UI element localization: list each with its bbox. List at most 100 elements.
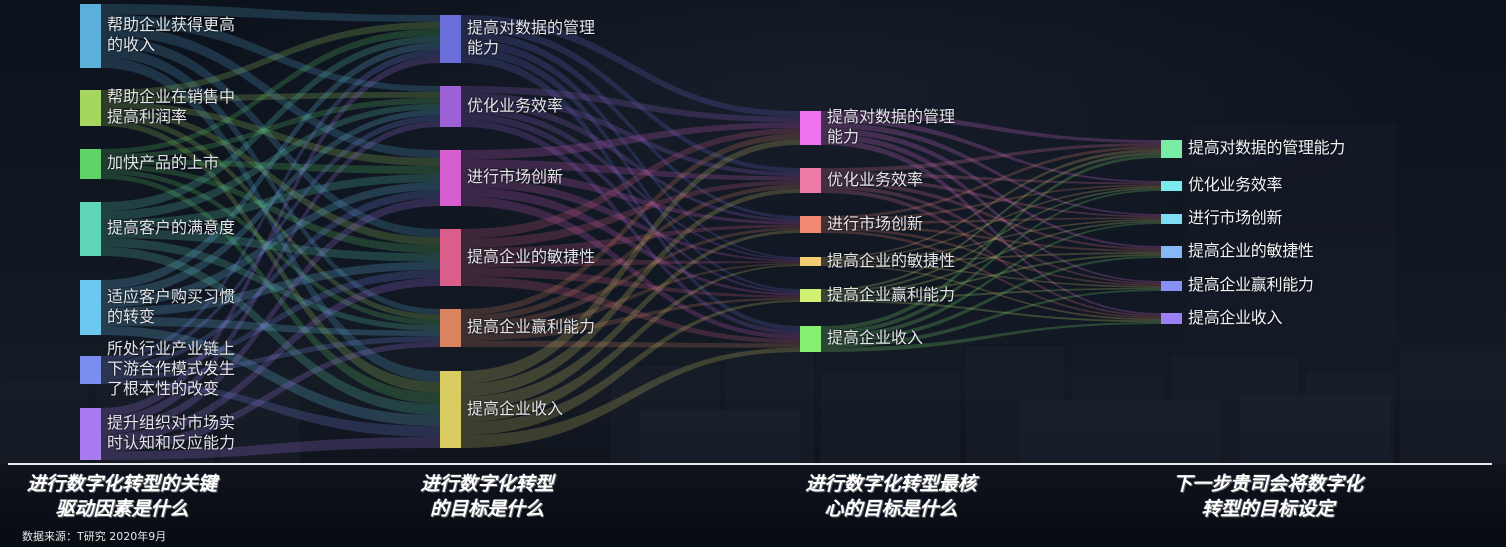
sankey-link xyxy=(461,55,800,331)
sankey-link xyxy=(101,336,440,380)
sankey-link xyxy=(461,86,800,123)
sankey-link xyxy=(101,229,440,262)
sankey-link xyxy=(461,297,800,341)
sankey-link xyxy=(101,174,440,404)
sankey-link xyxy=(821,224,1161,252)
sankey-link xyxy=(101,28,440,154)
sankey-link xyxy=(821,287,1161,300)
sankey-node[interactable] xyxy=(440,309,461,347)
sankey-link xyxy=(461,267,800,298)
sankey-link xyxy=(821,128,1161,248)
sankey-link xyxy=(101,97,440,159)
sankey-node[interactable] xyxy=(800,216,821,233)
sankey-link xyxy=(101,115,440,366)
sankey-link xyxy=(821,180,1161,250)
sankey-node[interactable] xyxy=(800,326,821,352)
sankey-link xyxy=(101,108,440,246)
sankey-link xyxy=(101,102,440,166)
sankey-link xyxy=(461,122,800,160)
sankey-link xyxy=(101,14,440,92)
node-label: 提高企业收入 xyxy=(827,328,924,347)
sankey-link xyxy=(101,121,440,426)
sankey-link xyxy=(461,106,800,260)
sankey-link xyxy=(461,230,800,410)
sankey-node[interactable] xyxy=(80,149,101,179)
sankey-link xyxy=(821,149,1161,259)
sankey-node[interactable] xyxy=(1161,181,1182,191)
node-label: 提高企业赢利能力 xyxy=(1188,275,1314,294)
sankey-link xyxy=(101,247,440,415)
sankey-node[interactable] xyxy=(1161,313,1182,324)
sankey-node[interactable] xyxy=(80,280,101,335)
sankey-link xyxy=(101,261,440,317)
sankey-link xyxy=(461,264,800,423)
sankey-link xyxy=(821,263,1161,288)
sankey-node[interactable] xyxy=(440,371,461,448)
sankey-node[interactable] xyxy=(800,257,821,266)
sankey-node[interactable] xyxy=(440,150,461,206)
sankey-link xyxy=(821,230,1161,319)
sankey-link xyxy=(461,47,800,292)
sankey-link xyxy=(461,187,800,296)
sankey-link xyxy=(461,120,800,335)
sankey-link xyxy=(821,143,1161,173)
sankey-link xyxy=(821,254,1161,298)
sankey-nodes xyxy=(80,4,1182,460)
sankey-node[interactable] xyxy=(80,202,101,256)
sankey-node[interactable] xyxy=(80,4,101,68)
sankey-link xyxy=(821,227,1161,286)
sankey-link xyxy=(101,21,440,97)
node-label: 加快产品的上市 xyxy=(107,153,220,172)
sankey-node[interactable] xyxy=(1161,281,1182,291)
sankey-link xyxy=(461,188,800,397)
sankey-node[interactable] xyxy=(800,111,821,145)
sankey-link xyxy=(821,176,1161,218)
sankey-link xyxy=(461,180,800,248)
sankey-node[interactable] xyxy=(80,408,101,460)
sankey-node[interactable] xyxy=(1161,214,1182,224)
column-title-goals: 进行数字化转型 的目标是什么 xyxy=(420,473,554,520)
sankey-node[interactable] xyxy=(800,289,821,302)
data-source-note: 数据来源：T研究 2020年9月 xyxy=(22,530,167,543)
sankey-link xyxy=(101,164,440,254)
sankey-link xyxy=(101,277,440,443)
sankey-link xyxy=(461,340,800,348)
sankey-node[interactable] xyxy=(440,15,461,63)
legend-panel xyxy=(1186,124,1396,340)
column-title-core-goals: 进行数字化转型最核 心的目标是什么 xyxy=(805,473,977,520)
sankey-link xyxy=(821,184,1161,222)
sankey-link xyxy=(461,39,800,259)
sankey-link xyxy=(461,347,800,448)
sankey-link xyxy=(461,23,800,173)
sankey-link xyxy=(101,341,440,452)
node-label: 提高企业的敏捷性 xyxy=(467,246,596,266)
sankey-node[interactable] xyxy=(440,86,461,127)
sankey-link xyxy=(101,325,440,426)
sankey-link xyxy=(821,299,1161,323)
sankey-link xyxy=(101,190,440,370)
sankey-link xyxy=(461,168,800,225)
sankey-link xyxy=(821,139,1161,315)
node-label: 提高企业收入 xyxy=(1188,307,1283,327)
sankey-link xyxy=(101,379,440,437)
sankey-link xyxy=(101,174,440,229)
node-label: 提高企业收入 xyxy=(467,398,564,418)
sankey-link xyxy=(461,227,800,328)
sankey-link xyxy=(101,4,440,22)
sankey-node[interactable] xyxy=(80,90,101,126)
sankey-link xyxy=(821,155,1161,331)
sankey-link xyxy=(101,120,440,393)
sankey-link xyxy=(461,224,800,258)
sankey-node[interactable] xyxy=(80,356,101,384)
divider-line xyxy=(8,463,1492,465)
sankey-node[interactable] xyxy=(440,229,461,286)
sankey-node[interactable] xyxy=(1161,140,1182,158)
sankey-link xyxy=(101,159,440,174)
sankey-link xyxy=(461,257,800,267)
node-label: 进行市场创新 xyxy=(1188,208,1283,227)
sankey-link xyxy=(821,186,1161,260)
sankey-node[interactable] xyxy=(1161,246,1182,258)
sankey-node[interactable] xyxy=(800,168,821,193)
sankey-link xyxy=(461,299,800,436)
node-label: 所处行业产业链上 下游合作模式发生 了根本性的改变 xyxy=(107,339,236,398)
